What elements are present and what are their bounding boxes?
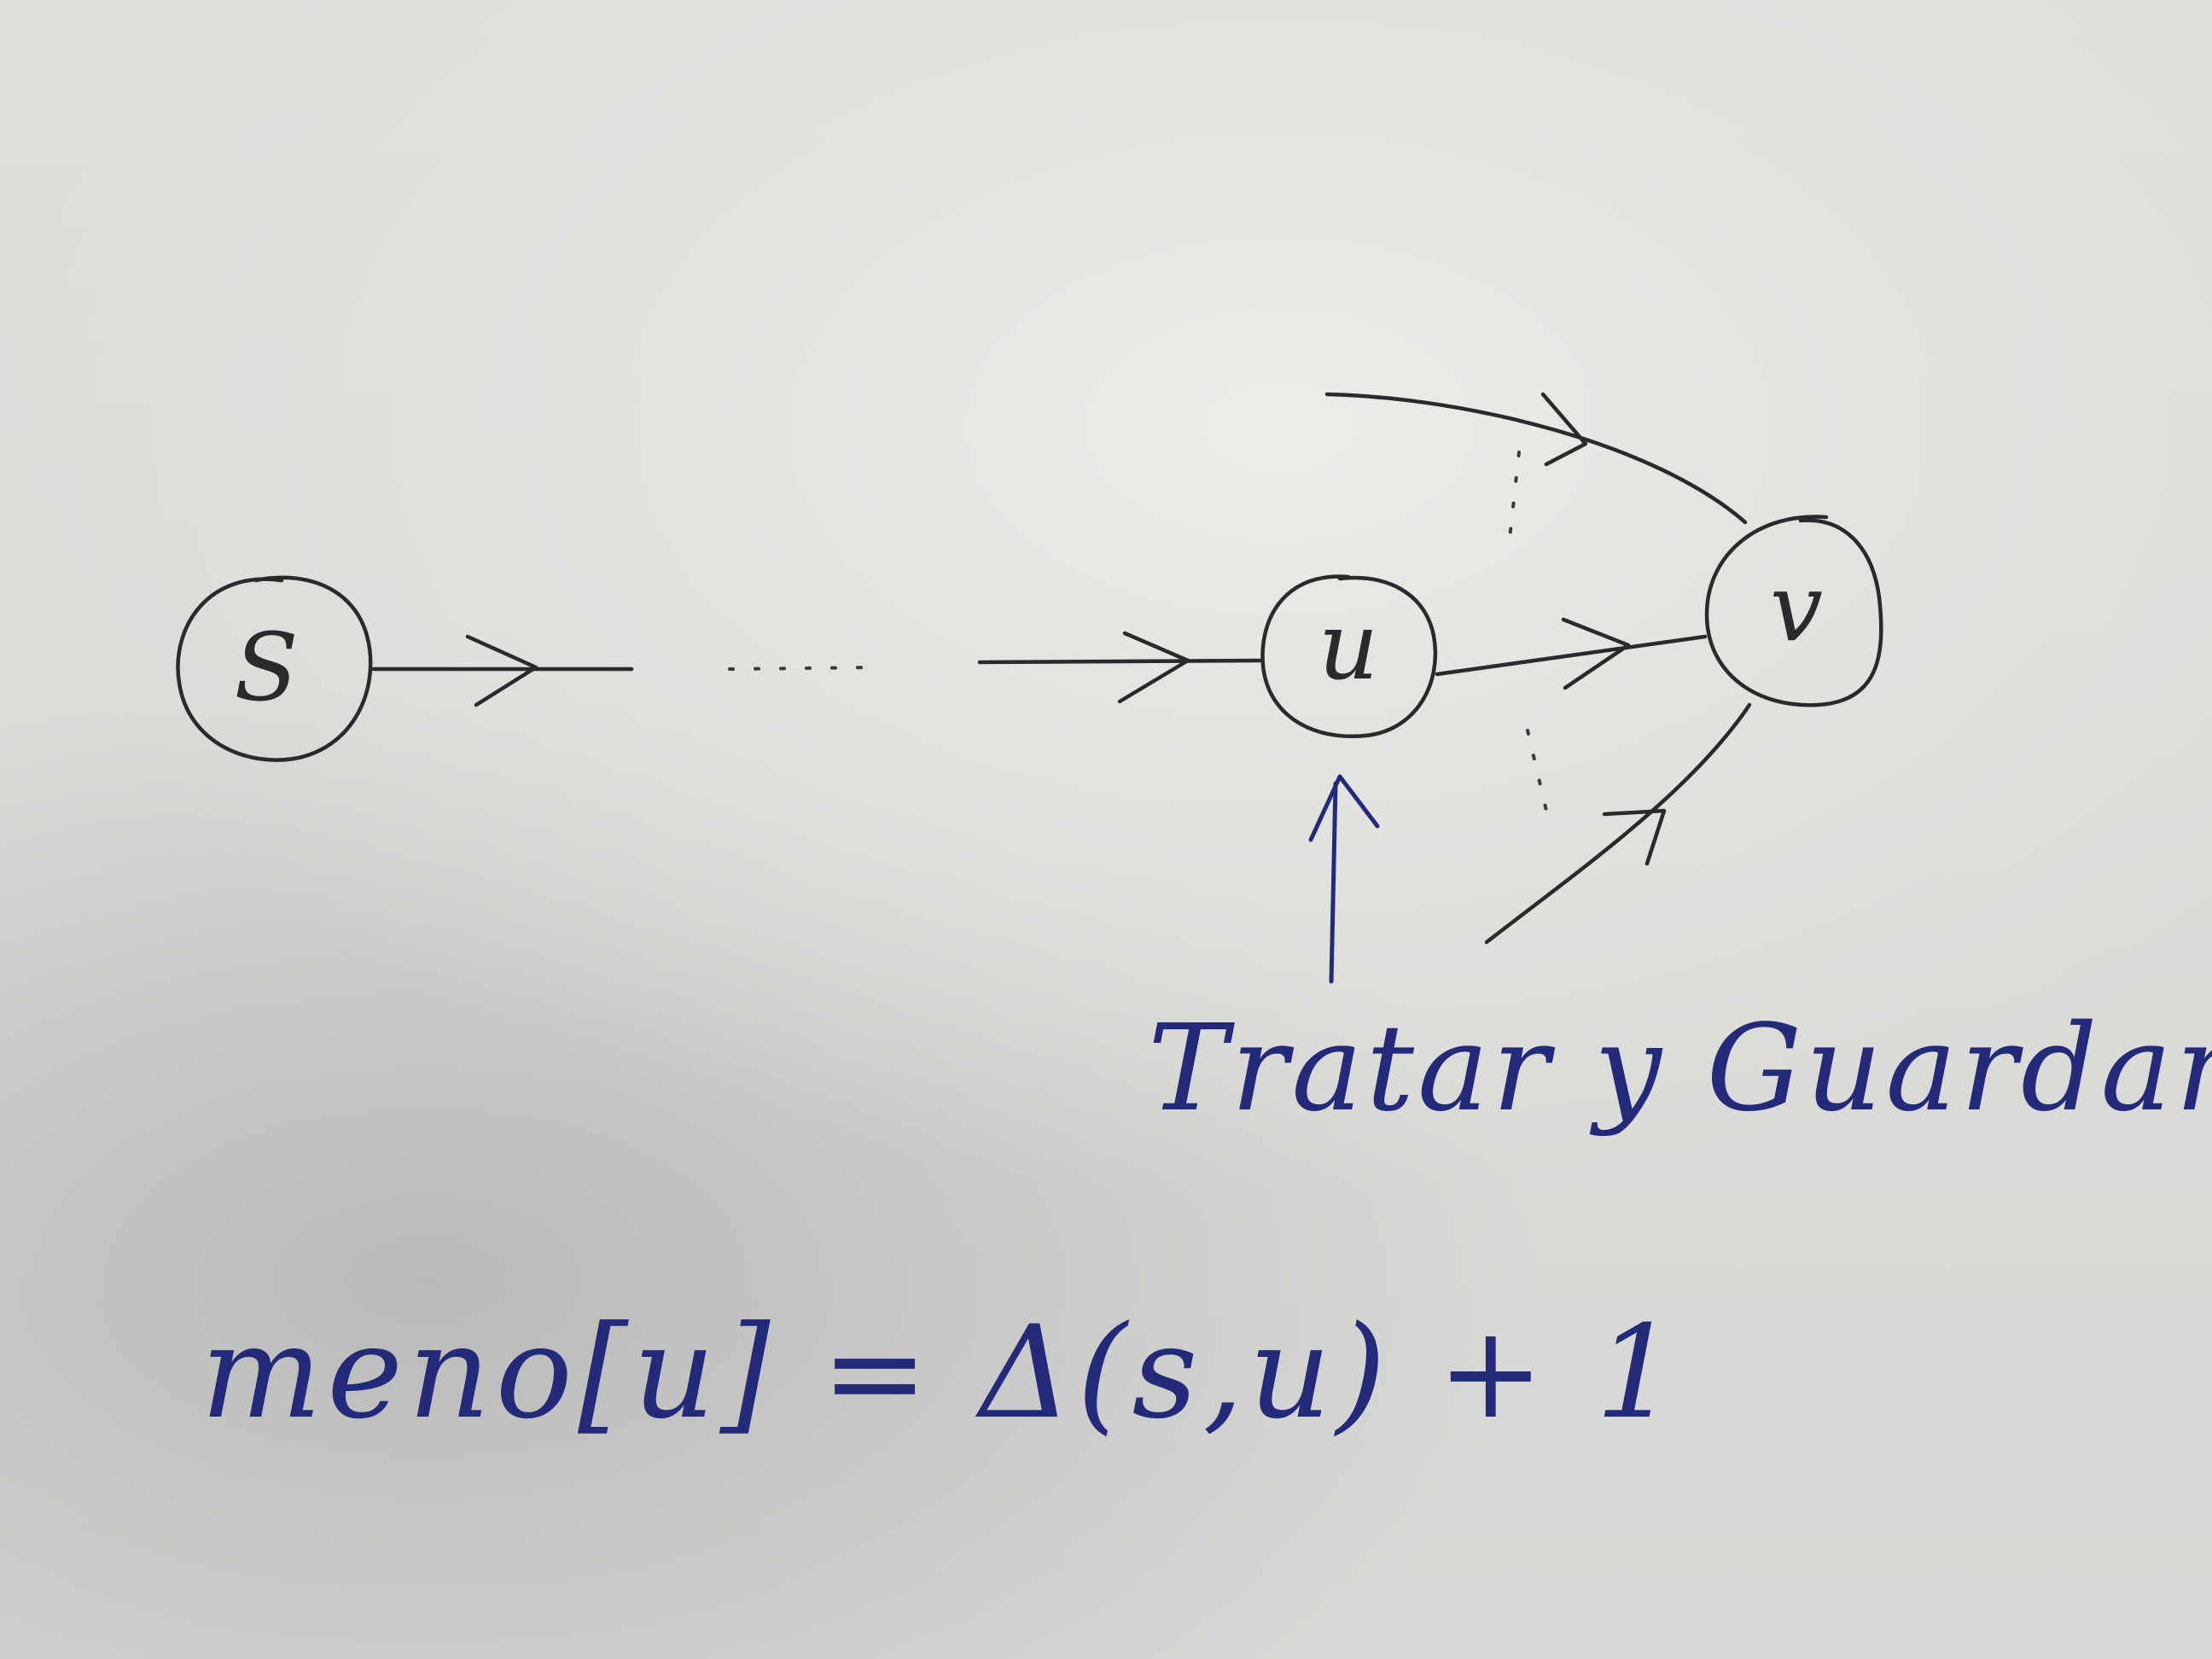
top-edges-ellipsis [1507, 451, 1521, 548]
formula-meno: meno[u] = Δ(s,u) + 1 [201, 1299, 1682, 1447]
edge-bottom-to-v [1484, 702, 1752, 945]
node-s: S [176, 575, 373, 762]
caption-tratar-y-guardar: Tratar y Guardar [1148, 999, 2212, 1138]
bottom-edges-ellipsis [1526, 729, 1548, 812]
edge-path-to-u [977, 631, 1264, 704]
edge-top-to-v [1324, 392, 1748, 525]
path-ellipsis [728, 666, 881, 671]
node-s-label: S [234, 613, 298, 722]
edge-u-to-v [1435, 617, 1708, 690]
node-v-label: v [1770, 553, 1823, 662]
edge-s-to-path [371, 634, 634, 707]
node-u: u [1260, 574, 1438, 739]
node-v: v [1704, 515, 1883, 707]
pointer-arrow-to-u [1308, 774, 1380, 984]
node-u-label: u [1318, 591, 1379, 701]
